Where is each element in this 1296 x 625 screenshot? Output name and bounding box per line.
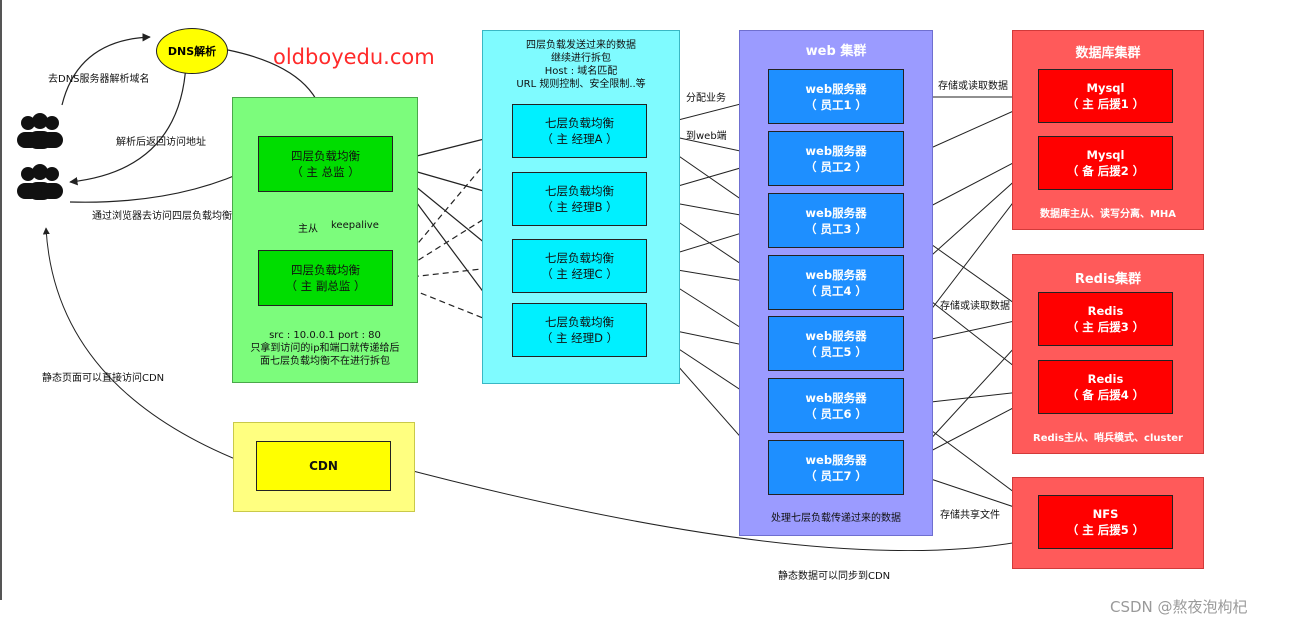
node-role: （ 员工6 ） — [804, 406, 867, 421]
desc-line: 继续进行拆包 — [551, 53, 611, 64]
user-group-icon — [12, 163, 72, 203]
node-title: 七层负载均衡 — [545, 116, 614, 130]
node-role: （ 员工2 ） — [804, 159, 867, 174]
layer7-node: 七层负载均衡 （ 主 经理D ） — [512, 303, 647, 357]
label-sync-cdn: 静态数据可以同步到CDN — [778, 571, 891, 582]
node-role: （ 主 副总监 ） — [285, 279, 366, 293]
note-line: 面七层负载均衡不在进行拆包 — [260, 356, 390, 367]
brand-text: oldboyedu.com — [273, 45, 435, 69]
node-role: （ 备 后援4 ） — [1066, 388, 1145, 402]
label-go-dns: 去DNS服务器解析域名 — [48, 74, 150, 85]
web-server-node: web服务器 （ 员工3 ） — [768, 193, 904, 248]
node-title: 七层负载均衡 — [545, 251, 614, 265]
label-to-web: 到web端 — [686, 131, 727, 142]
node-title: Mysql — [1086, 148, 1125, 162]
cdn-node: CDN — [256, 441, 391, 491]
db-cluster-title: 数据库集群 — [1075, 46, 1141, 61]
layer4-note: src : 10.0.0.1 port : 80 只拿到访问的ip和端口就传递给… — [236, 329, 414, 368]
node-role: （ 主 经理C ） — [541, 267, 618, 281]
node-role: （ 主 经理B ） — [541, 200, 618, 214]
node-title: 四层负载均衡 — [291, 263, 360, 277]
keepalive-label: keepalive — [331, 220, 379, 231]
note-line: src : 10.0.0.1 port : 80 — [269, 330, 381, 341]
node-title: 七层负载均衡 — [545, 315, 614, 329]
node-title: web服务器 — [805, 328, 867, 343]
node-role: （ 主 后援5 ） — [1066, 523, 1145, 537]
nfs-node: NFS （ 主 后援5 ） — [1038, 495, 1173, 549]
node-title: web服务器 — [805, 205, 867, 220]
web-server-node: web服务器 （ 员工2 ） — [768, 131, 904, 186]
redis-cluster-title: Redis集群 — [1074, 272, 1142, 287]
user-group-icon — [12, 112, 72, 152]
redis-node: Redis （ 主 后援3 ） — [1038, 292, 1173, 346]
web-server-node: web服务器 （ 员工1 ） — [768, 69, 904, 124]
layer7-node: 七层负载均衡 （ 主 经理B ） — [512, 172, 647, 226]
dns-label: DNS解析 — [167, 45, 217, 58]
db-cluster-footer: 数据库主从、读写分离、MHA — [1039, 209, 1177, 220]
node-role: （ 备 后援2 ） — [1066, 164, 1145, 178]
redis-node: Redis （ 备 后援4 ） — [1038, 360, 1173, 414]
node-title: web服务器 — [805, 81, 867, 96]
web-server-node: web服务器 （ 员工4 ） — [768, 255, 904, 310]
node-title: Redis — [1087, 304, 1124, 318]
desc-line: Host : 域名匹配 — [544, 66, 618, 77]
node-title: Mysql — [1086, 81, 1125, 95]
node-title: web服务器 — [805, 452, 867, 467]
label-store-read-db: 存储或读取数据 — [938, 81, 1008, 92]
web-server-node: web服务器 （ 员工7 ） — [768, 440, 904, 495]
node-title: Redis — [1087, 372, 1124, 386]
label-store-read-redis: 存储或读取数据 — [940, 301, 1010, 312]
watermark: CSDN @熬夜泡枸杞 — [1110, 598, 1248, 616]
node-role: （ 主 总监 ） — [291, 165, 360, 179]
left-border — [0, 0, 2, 600]
label-return-addr: 解析后返回访问地址 — [116, 137, 206, 148]
node-role: （ 员工7 ） — [804, 468, 867, 483]
node-title: web服务器 — [805, 143, 867, 158]
node-role: （ 员工4 ） — [804, 283, 867, 298]
label-static-cdn: 静态页面可以直接访问CDN — [42, 373, 165, 384]
node-title: 七层负载均衡 — [545, 184, 614, 198]
label-browser-access: 通过浏览器去访问四层负载均衡 — [92, 211, 232, 222]
node-role: （ 主 经理D ） — [540, 331, 619, 345]
mysql-node: Mysql （ 主 后援1 ） — [1038, 69, 1173, 123]
note-line: 只拿到访问的ip和端口就传递给后 — [250, 343, 400, 354]
layer7-node: 七层负载均衡 （ 主 经理C ） — [512, 239, 647, 293]
node-title: web服务器 — [805, 267, 867, 282]
web-server-node: web服务器 （ 员工5 ） — [768, 316, 904, 371]
layer7-node: 七层负载均衡 （ 主 经理A ） — [512, 104, 647, 158]
layer7-desc: 四层负载发送过来的数据 继续进行拆包 Host : 域名匹配 URL 规则控制、… — [484, 39, 678, 91]
node-role: （ 员工1 ） — [804, 97, 867, 112]
layer4-slave-node: 四层负载均衡 （ 主 副总监 ） — [258, 250, 393, 306]
node-role: （ 主 后援1 ） — [1066, 97, 1145, 111]
mysql-node: Mysql （ 备 后援2 ） — [1038, 136, 1173, 190]
desc-line: URL 规则控制、安全限制..等 — [516, 79, 646, 90]
redis-cluster-group — [1012, 254, 1204, 454]
web-cluster-footer: 处理七层负载传递过来的数据 — [771, 513, 901, 524]
node-role: （ 员工5 ） — [804, 344, 867, 359]
web-cluster-title: web 集群 — [805, 44, 867, 59]
node-title: NFS — [1092, 507, 1119, 521]
layer4-master-node: 四层负载均衡 （ 主 总监 ） — [258, 136, 393, 192]
node-role: （ 主 后援3 ） — [1066, 320, 1145, 334]
db-cluster-group — [1012, 30, 1204, 230]
label-store-share: 存储共享文件 — [940, 510, 1000, 521]
node-role: （ 主 经理A ） — [541, 132, 618, 146]
label-dispatch: 分配业务 — [686, 93, 726, 104]
cdn-label: CDN — [309, 459, 338, 473]
redis-cluster-footer: Redis主从、哨兵模式、cluster — [1033, 433, 1183, 444]
web-server-node: web服务器 （ 员工6 ） — [768, 378, 904, 433]
node-title: 四层负载均衡 — [291, 149, 360, 163]
node-title: web服务器 — [805, 390, 867, 405]
desc-line: 四层负载发送过来的数据 — [526, 40, 636, 51]
ha-label: 主从 — [298, 224, 318, 235]
node-role: （ 员工3 ） — [804, 221, 867, 236]
dns-node: DNS解析 — [156, 28, 228, 74]
